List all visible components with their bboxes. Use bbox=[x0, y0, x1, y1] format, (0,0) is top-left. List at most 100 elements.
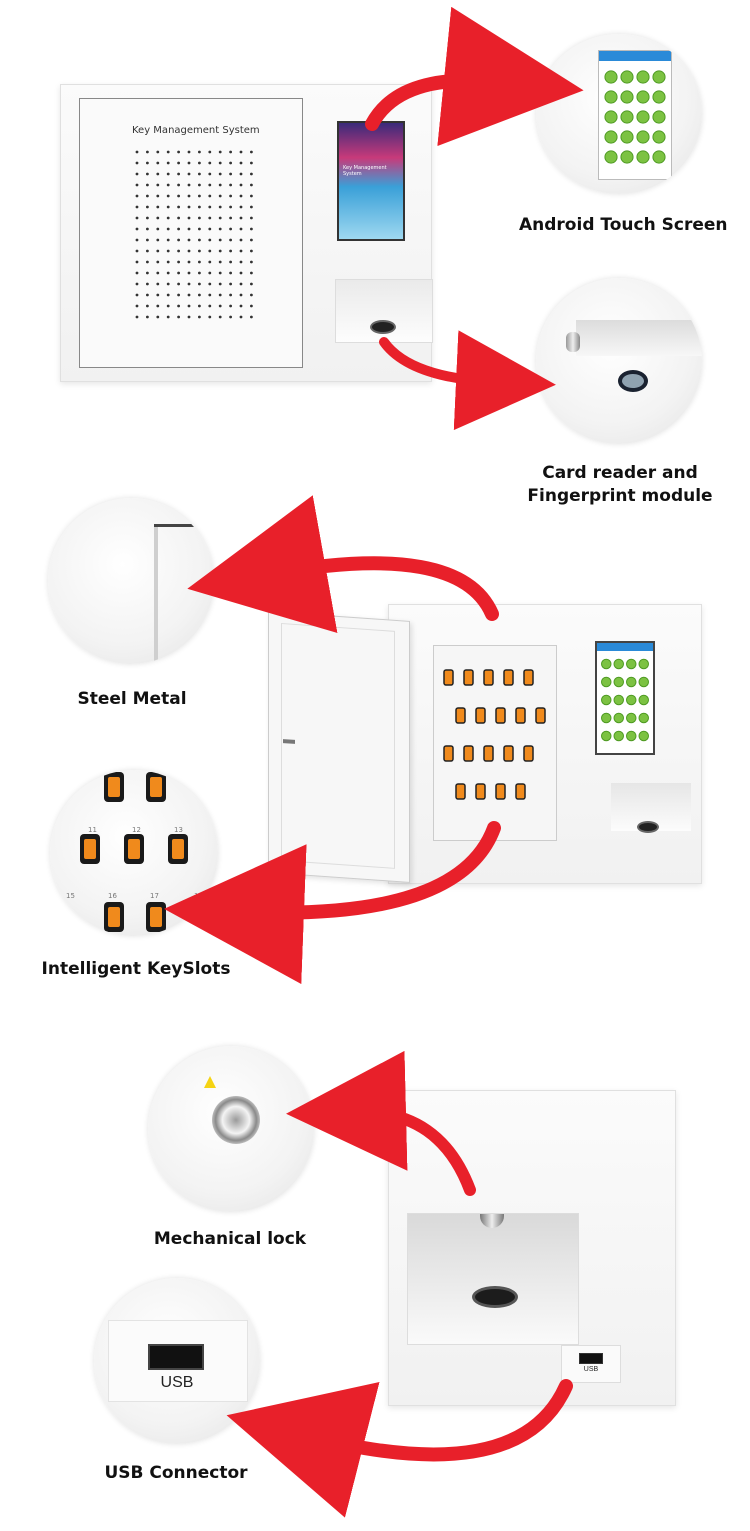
speaker-dot bbox=[218, 172, 222, 176]
speaker-dot bbox=[229, 172, 232, 176]
screen-key-button bbox=[638, 712, 649, 724]
speaker-dot bbox=[177, 293, 180, 297]
side-module: USB bbox=[388, 1090, 676, 1406]
screen-key-button bbox=[620, 130, 634, 144]
screen-key-button bbox=[638, 658, 649, 670]
speaker-dot bbox=[239, 315, 243, 319]
panel-title: Key Management System bbox=[132, 125, 260, 136]
cabinet-door-panel: Key Management System bbox=[79, 98, 303, 368]
speaker-dot bbox=[166, 205, 170, 209]
screen-key-button bbox=[652, 90, 666, 104]
mechanical-lock-closeup bbox=[148, 1046, 314, 1212]
speaker-dot bbox=[218, 271, 222, 275]
key-slot bbox=[443, 669, 454, 686]
speaker-dot bbox=[250, 304, 253, 308]
screen-key-button bbox=[604, 110, 618, 124]
speaker-dot bbox=[187, 282, 191, 286]
speaker-dot bbox=[218, 304, 222, 308]
key-slot bbox=[515, 707, 526, 724]
slot-number-12: 12 bbox=[132, 826, 141, 834]
speaker-dot bbox=[218, 315, 222, 319]
key-slot bbox=[503, 745, 514, 762]
speaker-dot bbox=[208, 205, 212, 209]
key-slot-indicator bbox=[150, 907, 162, 927]
speaker-dot bbox=[177, 183, 180, 187]
caption-usb-connector: USB Connector bbox=[104, 1463, 248, 1483]
screen-key-button bbox=[601, 694, 612, 706]
speaker-dot bbox=[166, 227, 170, 231]
speaker-dot bbox=[250, 161, 253, 165]
screen-key-button bbox=[652, 130, 666, 144]
speaker-dot bbox=[166, 271, 170, 275]
speaker-dot bbox=[239, 238, 243, 242]
speaker-dot bbox=[135, 249, 139, 253]
speaker-dot bbox=[239, 172, 243, 176]
speaker-dot bbox=[156, 293, 160, 297]
speaker-dot bbox=[166, 172, 170, 176]
key-slot bbox=[523, 745, 534, 762]
key-cylinder-icon bbox=[566, 332, 580, 352]
screen-key-button bbox=[613, 676, 624, 688]
screen-key-button bbox=[636, 90, 650, 104]
speaker-dot bbox=[229, 271, 232, 275]
speaker-dot bbox=[156, 150, 160, 154]
speaker-dot bbox=[229, 194, 232, 198]
open-cabinet-screen bbox=[595, 641, 655, 755]
speaker-dot bbox=[198, 293, 201, 297]
slot-number-17: 17 bbox=[150, 892, 159, 900]
speaker-dot bbox=[146, 238, 149, 242]
screen-key-button bbox=[604, 150, 618, 164]
caption-mechanical-lock: Mechanical lock bbox=[153, 1229, 307, 1249]
speaker-dot bbox=[198, 249, 201, 253]
speaker-dot bbox=[208, 249, 212, 253]
speaker-dot bbox=[208, 293, 212, 297]
screen-key-button bbox=[626, 676, 637, 688]
speaker-dot bbox=[177, 249, 180, 253]
open-cabinet-bay bbox=[611, 783, 691, 833]
speaker-dot bbox=[156, 271, 160, 275]
speaker-dot bbox=[156, 260, 160, 264]
top-cabinet: Key Management System Key Management Sys… bbox=[60, 84, 433, 382]
key-slot bbox=[475, 783, 486, 800]
cabinet-touch-screen: Key Management System bbox=[337, 121, 405, 241]
speaker-dot bbox=[229, 282, 232, 286]
caption-steel-metal: Steel Metal bbox=[77, 689, 187, 709]
speaker-dot bbox=[146, 205, 149, 209]
keyslots-closeup: 11 12 13 15 16 17 18 bbox=[50, 770, 218, 936]
speaker-dot bbox=[198, 161, 201, 165]
speaker-dot bbox=[146, 194, 149, 198]
android-screen-display bbox=[598, 50, 672, 180]
screen-key-button bbox=[604, 90, 618, 104]
side-lock-cylinder-icon bbox=[480, 1214, 504, 1228]
speaker-dot bbox=[229, 260, 232, 264]
speaker-dot bbox=[166, 194, 170, 198]
key-slot bbox=[495, 783, 506, 800]
speaker-dot bbox=[187, 216, 191, 220]
speaker-dot bbox=[177, 227, 180, 231]
key-slot-indicator bbox=[172, 839, 184, 859]
speaker-dot bbox=[250, 227, 253, 231]
speaker-dot bbox=[218, 260, 222, 264]
speaker-dot bbox=[146, 150, 149, 154]
key-slot bbox=[443, 745, 454, 762]
screen-key-button bbox=[620, 150, 634, 164]
usb-large-label: USB bbox=[160, 1374, 194, 1391]
speaker-dot bbox=[239, 271, 243, 275]
speaker-dot bbox=[156, 194, 160, 198]
speaker-dot bbox=[250, 194, 253, 198]
speaker-dot bbox=[187, 271, 191, 275]
key-slot bbox=[483, 669, 494, 686]
usb-port-small-icon bbox=[579, 1353, 603, 1364]
speaker-dot bbox=[239, 183, 243, 187]
open-cabinet-body bbox=[388, 604, 702, 884]
speaker-dot bbox=[239, 227, 243, 231]
speaker-dot bbox=[229, 227, 232, 231]
speaker-dot bbox=[198, 238, 201, 242]
speaker-dot bbox=[156, 304, 160, 308]
key-slot bbox=[535, 707, 546, 724]
key-slot bbox=[463, 669, 474, 686]
speaker-dot bbox=[198, 205, 201, 209]
speaker-dot bbox=[250, 183, 253, 187]
speaker-dot bbox=[187, 194, 191, 198]
speaker-dot bbox=[208, 183, 212, 187]
